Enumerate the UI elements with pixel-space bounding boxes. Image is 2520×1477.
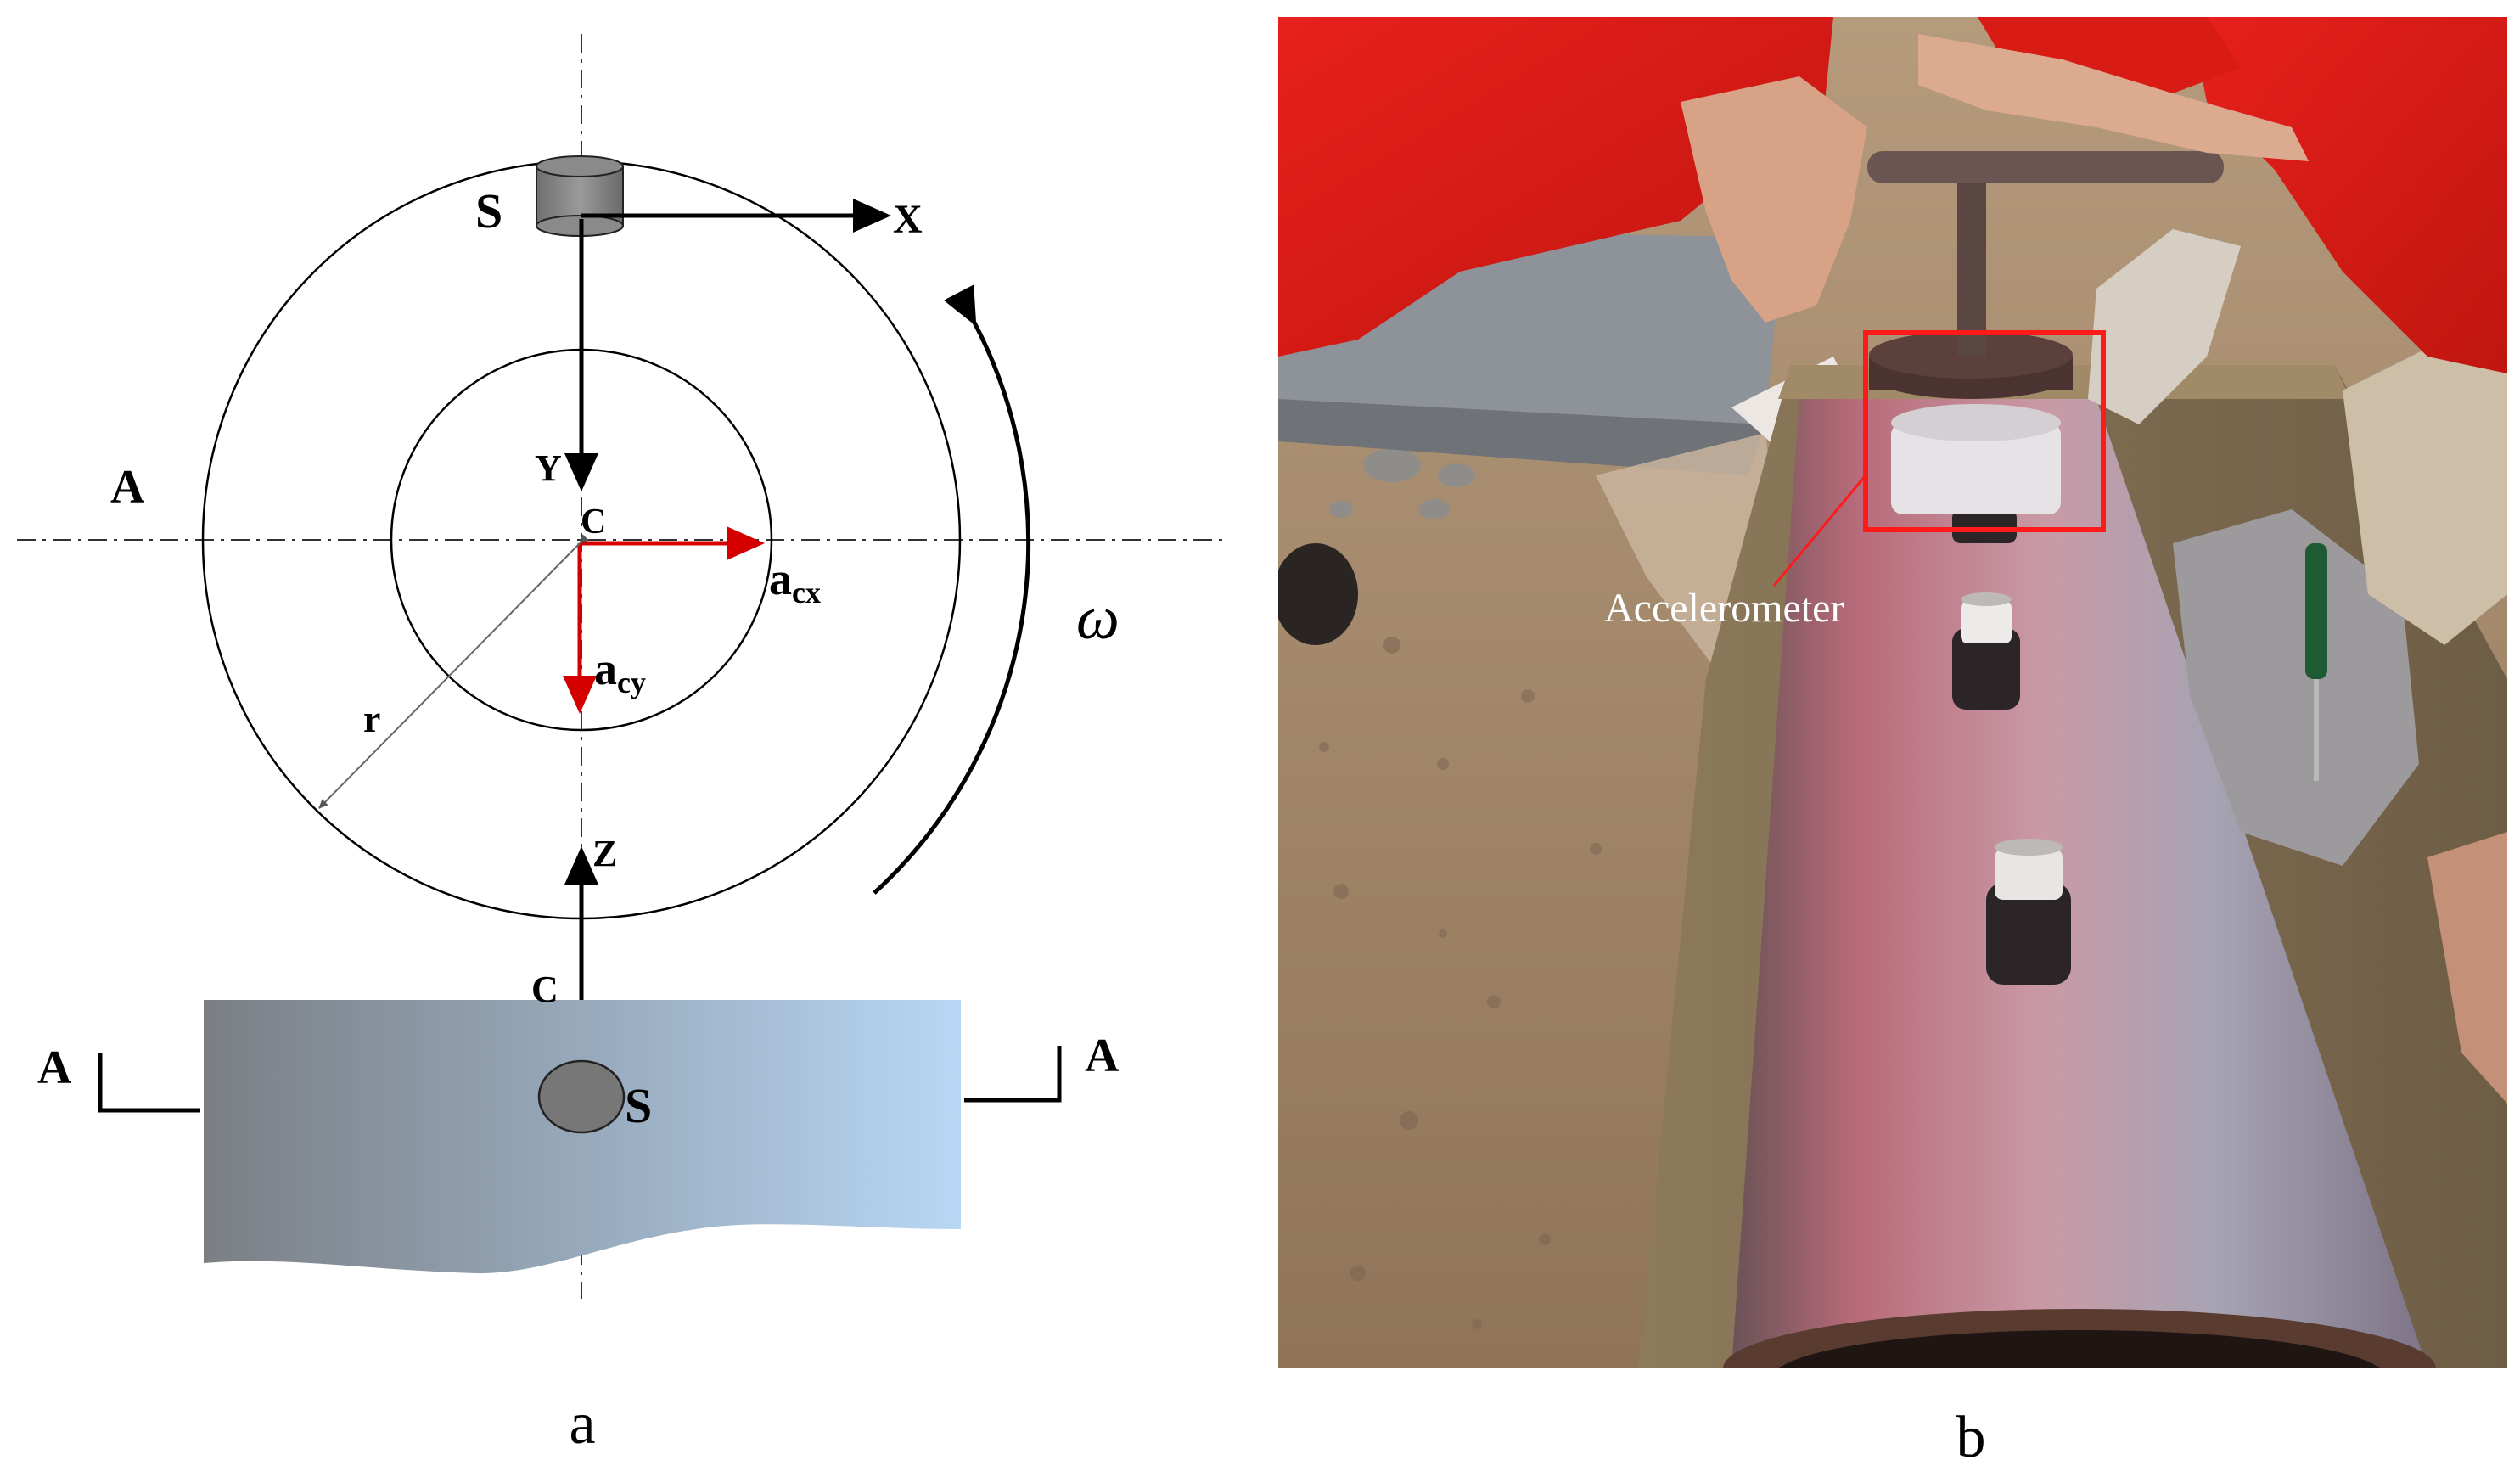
hand-top: [1918, 34, 2309, 161]
label-r: r: [363, 697, 380, 740]
caption-b: b: [1956, 1405, 1986, 1470]
panel-a-diagram: S X Y A C acx acy r ω Z C A A S a: [17, 34, 1222, 1457]
label-omega: ω: [1076, 584, 1120, 652]
dark-object: [1278, 543, 1358, 645]
bolt-upper: [1952, 509, 2017, 543]
label-acy: acy: [594, 643, 646, 699]
label-c-lower: C: [531, 969, 558, 1010]
label-y: Y: [535, 447, 562, 489]
label-acx: acx: [769, 553, 821, 609]
rotation-arc: [873, 284, 1031, 895]
glove-right: [2343, 340, 2507, 645]
label-z: Z: [592, 833, 617, 874]
screwdriver: [2305, 543, 2327, 679]
accelerometer-device: [1867, 151, 2224, 514]
gray-rag: [2173, 509, 2419, 866]
label-a-section-left: A: [37, 1042, 72, 1094]
lower-sensor: [537, 1059, 626, 1134]
dirt-texture: [1319, 637, 1602, 1329]
hand-lower-right: [2427, 832, 2507, 1104]
annotation-accelerometer: Accelerometer: [1604, 586, 1844, 631]
t-handle-bar: [1867, 151, 2224, 183]
hand-left: [1681, 76, 1867, 323]
steel-pipe: [1731, 399, 2427, 1368]
annotation-pointer-line: [1772, 475, 1867, 587]
bolt-middle: [1952, 592, 2020, 710]
radius-line: [318, 534, 589, 809]
label-x: X: [893, 197, 923, 242]
gloved-hand: [2088, 229, 2241, 424]
red-sleeve-right: [2190, 17, 2507, 373]
beam-section: [204, 1000, 961, 1274]
label-a-section-right: A: [1085, 1030, 1120, 1082]
label-s-top: S: [475, 183, 502, 239]
label-c-center: C: [581, 503, 606, 542]
panel-b-photo: Accelerometer b: [1278, 17, 2507, 1470]
accelerometer-highlight-box: [1863, 330, 2106, 532]
bolt-lower: [1986, 839, 2071, 985]
section-mark-left: [98, 1053, 200, 1113]
t-handle-stem: [1957, 170, 1986, 357]
section-mark-right: [964, 1046, 1062, 1103]
label-s-lower: S: [625, 1078, 652, 1133]
stones: [1329, 448, 1475, 519]
caption-a: a: [569, 1391, 595, 1457]
label-a-left: A: [110, 461, 145, 514]
